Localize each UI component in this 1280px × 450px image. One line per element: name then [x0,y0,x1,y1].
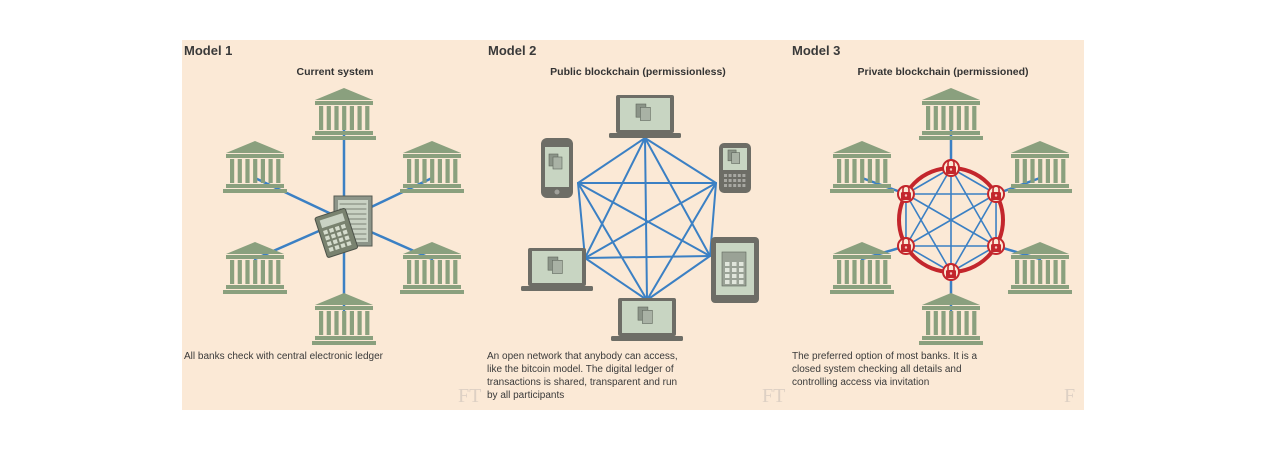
ft-watermark: FT [762,385,786,407]
model-2-title: Public blockchain (permissionless) [550,66,726,78]
model-3-title: Private blockchain (permissioned) [857,66,1029,78]
document-icon [547,256,563,274]
ft-watermark: FT [458,385,482,407]
network-link [584,257,648,301]
padlock-icon [900,185,911,200]
caption-line: The preferred option of most banks. It i… [792,351,978,362]
network-link [644,137,648,301]
laptop-icon [609,95,681,138]
caption-line: like the bitcoin model. The digital ledg… [487,364,674,375]
network-link [644,137,717,184]
ft-watermark: F [1064,385,1076,407]
document-icon [727,149,740,164]
caption-line: closed system checking all details and [792,364,962,375]
bank-building-icon [919,88,983,140]
model-1-label: Model 1 [184,43,233,58]
smartphone-icon [541,138,573,198]
model-1-caption: All banks check with central electronic … [184,350,474,363]
network-link [905,193,952,273]
model-1-title: Current system [296,66,374,78]
ledger-icon [314,195,373,258]
tablet-icon [711,237,759,303]
model-2-label: Model 2 [488,43,537,58]
bank-building-icon [1008,141,1072,193]
document-icon [637,306,653,324]
model-2-caption: An open network that anybody can access,… [487,350,777,402]
bank-building-icon [919,293,983,345]
bank-building-icon [830,242,894,294]
padlock-icon [991,237,1002,252]
caption-line: by all participants [487,390,565,401]
caption-line: An open network that anybody can access, [487,351,678,362]
padlock-icon [900,237,911,252]
network-link [584,255,711,259]
document-icon [548,153,563,170]
padlock-icon [946,263,956,278]
bank-building-icon [312,88,376,140]
model-3-caption: The preferred option of most banks. It i… [792,350,1082,389]
calculator-icon [314,208,358,258]
network-link [905,193,997,247]
network-link [584,137,646,259]
network-link [584,182,717,259]
network-link [646,255,711,301]
padlock-icon [991,185,1002,200]
caption-line: transactions is shared, transparent and … [487,377,678,388]
model-3-diagram [830,88,1072,345]
laptop-icon [521,248,593,291]
caption-line: controlling access via invitation [792,377,930,388]
bank-building-icon [400,141,464,193]
network-link [646,182,717,301]
bank-building-icon [1008,242,1072,294]
network-link [644,137,711,257]
document-icon [635,103,651,121]
laptop-icon [611,298,683,341]
model-1-diagram [223,88,464,345]
network-link [577,182,711,257]
model-3-label: Model 3 [792,43,841,58]
bank-building-icon [312,293,376,345]
bank-building-icon [400,242,464,294]
padlock-icon [946,159,956,174]
bank-building-icon [830,141,894,193]
calculator-icon [721,251,747,287]
network-link [577,182,586,259]
model-2-diagram [521,95,759,341]
network-link [577,137,646,184]
caption-line: All banks check with central electronic … [184,351,383,362]
bank-building-icon [223,242,287,294]
smartphone-icon [719,143,751,193]
bank-building-icon [223,141,287,193]
